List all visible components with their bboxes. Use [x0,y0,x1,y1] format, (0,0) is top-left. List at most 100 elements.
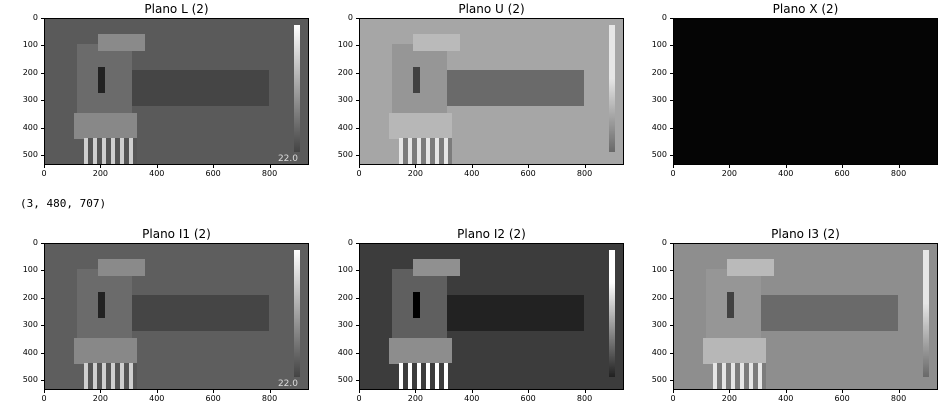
x-tick-label: 800 [261,394,278,403]
x-tick-label: 600 [520,394,536,403]
y-tick-mark [670,18,673,19]
y-tick-mark [41,18,44,19]
x-tick-mark [898,390,900,393]
x-tick-mark [44,390,45,393]
x-tick-label: 400 [149,169,165,178]
y-tick-label: 300 [651,320,667,330]
x-tick-label: 0 [356,169,362,178]
y-tick-label: 100 [651,265,667,275]
y-tick-label: 500 [651,375,667,385]
y-tick-label: 500 [22,375,38,385]
x-tick-label: 0 [41,394,47,403]
x-tick-label: 200 [407,394,424,403]
x-tick-mark [415,165,417,168]
y-tick-mark [41,72,44,74]
x-tick-label: 600 [205,394,221,403]
x-tick-label: 800 [576,169,593,178]
y-tick-label: 0 [661,13,667,22]
y-tick-mark [356,72,359,74]
x-tick-mark [528,165,530,168]
y-tick-label: 100 [22,265,38,275]
x-tick-label: 400 [464,394,480,403]
x-tick-label: 800 [890,169,907,178]
y-tick-mark [41,45,44,47]
y-tick-label: 400 [337,122,353,132]
x-tick-mark [269,390,271,393]
x-tick-mark [785,390,787,393]
x-tick-label: 400 [778,169,794,178]
y-tick-label: 100 [337,40,353,50]
y-tick-mark [356,380,359,382]
y-tick-label: 400 [651,347,667,357]
x-tick-mark [213,165,215,168]
thermal-image [673,243,938,390]
output-shape-text: (3, 480, 707) [20,197,107,210]
panel-title: Plano X (2) [772,2,839,16]
y-tick-label: 200 [22,67,38,77]
y-tick-mark [356,100,359,102]
x-tick-label: 200 [721,394,738,403]
y-tick-label: 300 [22,320,38,330]
x-tick-mark [100,390,102,393]
panel-title: Plano I2 (2) [457,227,526,241]
thermal-image [359,18,624,165]
x-tick-label: 600 [834,169,850,178]
y-tick-mark [356,18,359,19]
y-tick-mark [41,155,44,157]
x-tick-mark [359,390,360,393]
y-tick-mark [670,72,673,74]
x-tick-label: 200 [92,169,109,178]
x-tick-label: 600 [520,169,536,178]
x-tick-label: 400 [778,394,794,403]
y-tick-label: 0 [661,238,667,247]
y-tick-mark [670,100,673,102]
x-tick-label: 200 [92,394,109,403]
y-tick-label: 200 [337,292,353,302]
y-tick-mark [356,352,359,354]
y-tick-label: 400 [337,347,353,357]
panel-title: Plano I1 (2) [142,227,211,241]
y-tick-label: 300 [651,95,667,105]
temperature-overlay-label: 22.0 [277,379,298,389]
y-tick-mark [41,352,44,354]
y-tick-label: 300 [337,95,353,105]
x-tick-label: 600 [205,169,221,178]
x-tick-mark [842,390,844,393]
y-tick-label: 200 [22,292,38,302]
x-tick-label: 0 [41,169,47,178]
y-tick-mark [356,297,359,299]
y-tick-mark [41,127,44,129]
x-tick-mark [471,165,473,168]
y-tick-mark [41,270,44,272]
y-tick-mark [670,352,673,354]
y-tick-mark [356,243,359,244]
x-tick-mark [785,165,787,168]
x-tick-mark [415,390,417,393]
x-tick-mark [729,390,731,393]
y-tick-label: 500 [337,150,353,160]
y-tick-mark [670,297,673,299]
y-tick-label: 400 [651,122,667,132]
y-tick-mark [670,270,673,272]
y-tick-label: 200 [651,292,667,302]
panel-title: Plano I3 (2) [771,227,840,241]
y-tick-mark [356,45,359,47]
y-tick-mark [670,243,673,244]
x-tick-label: 400 [149,394,165,403]
x-tick-mark [359,165,360,168]
y-tick-mark [41,100,44,102]
x-tick-mark [729,165,731,168]
thermal-image: 22.0 [44,243,309,390]
y-tick-mark [41,243,44,244]
y-tick-mark [670,45,673,47]
x-tick-label: 600 [834,394,850,403]
panel-title: Plano L (2) [144,2,209,16]
y-tick-mark [41,380,44,382]
y-tick-mark [670,155,673,157]
y-tick-label: 0 [347,238,353,247]
x-tick-mark [156,165,158,168]
x-tick-mark [44,165,45,168]
y-tick-label: 200 [337,67,353,77]
y-tick-mark [41,297,44,299]
x-tick-label: 0 [670,394,676,403]
